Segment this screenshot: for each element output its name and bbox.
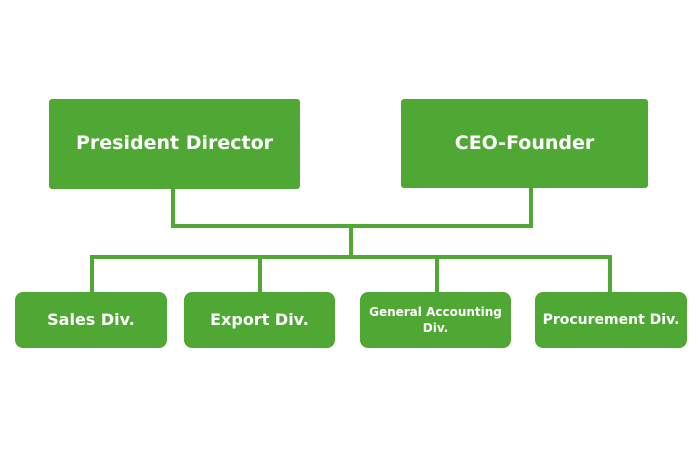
export-division-box: Export Div. bbox=[184, 292, 335, 348]
procurement-division-label: Procurement Div. bbox=[542, 311, 680, 328]
export-division-label: Export Div. bbox=[210, 310, 309, 330]
sales-division-box: Sales Div. bbox=[15, 292, 167, 348]
procurement-division-box: Procurement Div. bbox=[535, 292, 687, 348]
general-accounting-division-label: General Accounting Div. bbox=[369, 304, 502, 335]
president-director-label: President Director bbox=[75, 132, 274, 155]
president-director-box: President Director bbox=[49, 99, 300, 189]
general-accounting-division-box: General Accounting Div. bbox=[360, 292, 511, 348]
sales-division-label: Sales Div. bbox=[47, 310, 135, 330]
ceo-founder-label: CEO-Founder bbox=[454, 131, 595, 154]
ceo-founder-box: CEO-Founder bbox=[401, 99, 648, 188]
